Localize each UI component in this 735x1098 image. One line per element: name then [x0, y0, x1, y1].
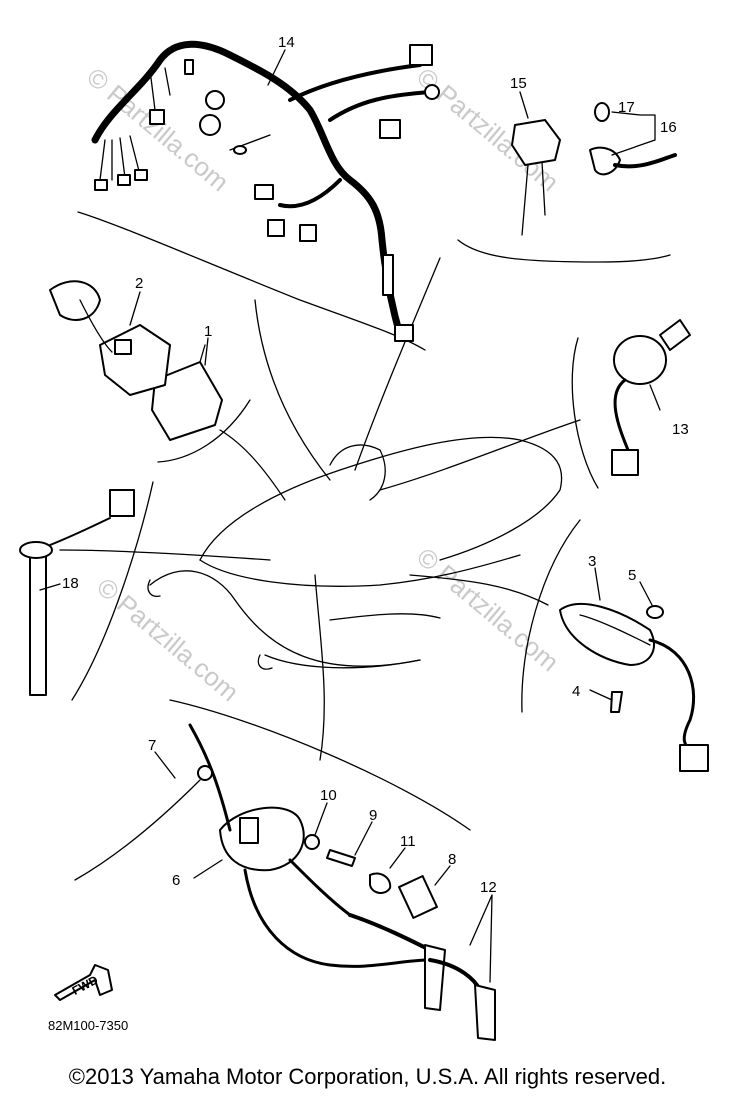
group-brackets [71, 211, 671, 831]
drawing-code: 82M100-7350 [48, 1018, 128, 1033]
coupler-block [49, 280, 171, 396]
ground-lead [74, 765, 213, 881]
part-label: 13 [672, 421, 689, 438]
part-label: 17 [618, 99, 635, 116]
part-label: 11 [400, 833, 416, 850]
ignition-coil [188, 723, 432, 968]
part-label: 16 [660, 119, 677, 136]
part-label: 14 [278, 34, 295, 51]
parts-diagram: © Partzilla.com © Partzilla.com © Partzi… [19, 34, 709, 1041]
bracket-cable-group [71, 481, 154, 701]
fasteners [304, 834, 438, 919]
main-switch [611, 319, 691, 476]
part-label: 9 [369, 807, 377, 824]
watermark: © Partzilla.com [91, 572, 244, 708]
part-label: 18 [62, 575, 79, 592]
part-label: 10 [320, 787, 337, 804]
wire-harness [91, 40, 440, 342]
snowmobile-outline [147, 436, 563, 670]
copyright-notice: ©2013 Yamaha Motor Corporation, U.S.A. A… [68, 1064, 667, 1089]
part-label: 6 [172, 872, 180, 889]
bracket-light-group [521, 519, 581, 713]
regulator [511, 119, 561, 236]
part-label: 4 [572, 683, 580, 700]
bracket-regulator-group [457, 239, 671, 263]
part-label: 2 [135, 275, 143, 292]
spark-plug-caps [348, 913, 496, 1041]
relay-unit [151, 344, 223, 441]
part-label: 12 [480, 879, 497, 896]
part-label: 1 [204, 323, 212, 340]
tail-light-assembly [559, 602, 709, 772]
part-label: 3 [588, 553, 596, 570]
part-labels: 14 15 17 16 2 1 13 3 5 18 4 7 10 9 11 8 … [62, 34, 689, 896]
part-label: 8 [448, 851, 456, 868]
bracket-ignition-group [169, 699, 471, 831]
leader-lines [39, 49, 661, 983]
watermark: © Partzilla.com [411, 542, 564, 678]
bracket-switch-group [571, 337, 599, 489]
pointer-arrows [59, 257, 581, 761]
forward-direction-marker: FWD [54, 964, 113, 1001]
part-label: 5 [628, 567, 636, 584]
bracket-harness-group [77, 211, 426, 351]
bracket-relay-group [157, 399, 251, 463]
part-label: 7 [148, 737, 156, 754]
part-label: 15 [510, 75, 527, 92]
